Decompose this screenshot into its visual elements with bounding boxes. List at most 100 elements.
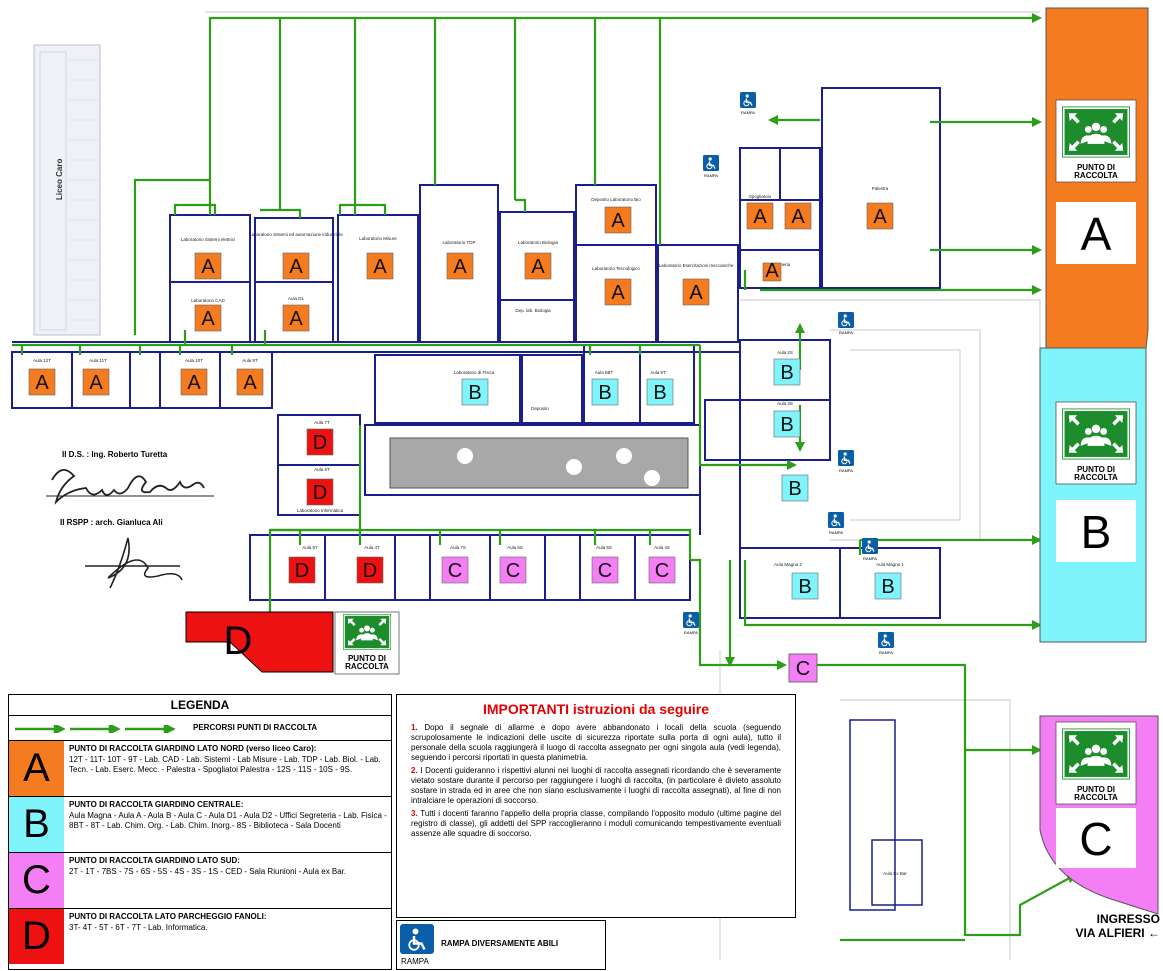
building-walls xyxy=(11,87,941,911)
legend: LEGENDA PERCORSI PUNTI DI RACCOLTA A PUN… xyxy=(8,694,392,970)
room-label: Aula 7T xyxy=(314,420,330,425)
room-marker-c: C xyxy=(441,556,469,584)
room-marker-box xyxy=(288,556,316,584)
room-label: Aula Magna 2 xyxy=(774,562,802,567)
room-label: Aula 5T xyxy=(302,545,318,550)
zone-swatch-b: B xyxy=(9,797,64,852)
instruction-number: 1. xyxy=(411,723,418,732)
room-marker-letter: C xyxy=(655,560,669,582)
room-label: Aula 6S xyxy=(507,545,523,550)
room-marker-a: A xyxy=(604,206,632,234)
room-label: Aula 10T xyxy=(185,358,203,363)
room-marker-box xyxy=(604,206,632,234)
ramp-icon: RAMPA xyxy=(878,632,894,655)
room-marker-box xyxy=(282,304,310,332)
room-marker-b: B xyxy=(591,378,619,406)
ramp-legend-label: RAMPA DIVERSAMENTE ABILI xyxy=(441,939,559,948)
room-marker-a: A xyxy=(524,252,552,280)
room-marker-letter: A xyxy=(611,282,625,304)
instruction-text: I Docenti guideranno i rispettivi alunni… xyxy=(411,766,781,805)
room-marker-a: A xyxy=(446,252,474,280)
room-marker-letter: A xyxy=(89,372,103,394)
room-marker-a: A xyxy=(194,304,222,332)
room-marker-a: A xyxy=(82,368,110,396)
room-marker-b: B xyxy=(781,474,809,502)
room-marker-box xyxy=(366,252,394,280)
room-marker-letter: B xyxy=(653,382,666,404)
room-label: Aula 12T xyxy=(33,358,51,363)
evacuation-routes xyxy=(12,13,1077,942)
room-label: Aula D1 xyxy=(288,296,305,301)
room-marker-box xyxy=(648,556,676,584)
route-arrows-icon xyxy=(15,725,176,733)
room-label: Spogliatoio xyxy=(749,194,772,199)
zone-title: PUNTO DI RACCOLTA GIARDINO LATO NORD (ve… xyxy=(69,744,317,753)
room-label: Laboratorio Biologia xyxy=(518,240,559,245)
zone-swatch-a: A xyxy=(9,741,64,796)
room-label: Aula 2S xyxy=(777,350,793,355)
zone-swatch-c: C xyxy=(9,853,64,908)
instruction-item: 3. Tutti i docenti faranno l'appello del… xyxy=(411,809,781,839)
room-marker-box xyxy=(194,304,222,332)
instruction-number: 3. xyxy=(411,809,418,818)
room-label: Aula Ex Bar xyxy=(883,871,907,876)
room-marker-b: B xyxy=(461,378,489,406)
ramp-icon: RAMPA xyxy=(828,512,844,535)
room-marker-a: A xyxy=(236,368,264,396)
room-marker-d: D xyxy=(356,556,384,584)
room-marker-letter: C xyxy=(506,560,520,582)
ds-signature xyxy=(46,469,214,505)
room-marker-letter: A xyxy=(187,372,201,394)
zone-title: PUNTO DI RACCOLTA GIARDINO LATO SUD: xyxy=(69,856,240,865)
ramp-label: RAMPA xyxy=(704,173,718,178)
room-marker-letter: D xyxy=(363,560,377,582)
room-marker-box xyxy=(746,202,774,230)
room-marker-box xyxy=(591,378,619,406)
room-marker-box xyxy=(282,252,310,280)
room-label: Laboratorio Esercitazioni meccaniche xyxy=(659,263,734,268)
room-marker-letter: A xyxy=(35,372,49,394)
room-marker-box xyxy=(591,556,619,584)
instruction-item: 1. Dopo il segnale di allarme e dopo ave… xyxy=(411,723,781,763)
collection-point-label: PUNTO DI xyxy=(348,654,386,663)
room-marker-b: B xyxy=(773,410,801,438)
zone-description: Aula Magna - Aula A - Aula B - Aula C - … xyxy=(69,811,387,830)
room-marker-letter: C xyxy=(598,560,612,582)
signature-block: Il D.S. : Ing. Roberto Turetta Il RSPP :… xyxy=(20,432,240,597)
room-marker-box xyxy=(499,556,527,584)
room-marker-box xyxy=(28,368,56,396)
wheelchair-icon xyxy=(703,155,719,171)
room-marker-letter: C xyxy=(448,560,462,582)
room-label: Laboratorio Sistemi elettrici xyxy=(181,237,235,242)
instruction-text: Tutti i docenti faranno l'appello della … xyxy=(411,809,782,838)
room-marker-d: D xyxy=(288,556,316,584)
room-marker-box xyxy=(180,368,208,396)
room-label: Aula 8T xyxy=(650,370,666,375)
ramp-icon: RAMPA xyxy=(862,538,878,561)
collection-point-label: PUNTO DI xyxy=(1077,163,1115,172)
zone-description: 3T- 4T - 5T - 6T - 7T - Lab. Informatica… xyxy=(69,923,208,932)
room-label: Palestra xyxy=(872,186,889,191)
entrance-line1: INGRESSO xyxy=(1096,912,1160,926)
ramp-icon-label: RAMPA xyxy=(401,957,429,966)
room-marker-box xyxy=(682,278,710,306)
collection-point-label: PUNTO DI xyxy=(1077,785,1115,794)
room-marker-box xyxy=(446,252,474,280)
ramp-icon: RAMPA xyxy=(683,612,699,635)
room-label: Aula 11T xyxy=(89,358,107,363)
room-label: Laboratorio CAD xyxy=(191,298,225,303)
neighbor-building: Liceo Caro xyxy=(33,44,101,336)
zone-description: 12T - 11T- 10T - 9T - Lab. CAD - Lab. Si… xyxy=(69,755,381,774)
room-marker-box xyxy=(461,378,489,406)
instruction-item: 2. I Docenti guideranno i rispettivi alu… xyxy=(411,766,781,806)
room-marker-letter: A xyxy=(201,256,215,278)
collection-area-d: D PUNTO DI RACCOLTA xyxy=(185,611,400,675)
rspp-signature-label: Il RSPP : arch. Gianluca Ali xyxy=(60,518,163,527)
entrance-line2: VIA ALFIERI ← xyxy=(1050,926,1160,940)
room-marker-letter: B xyxy=(780,414,793,436)
zone-letter-a: A xyxy=(1081,208,1112,260)
wheelchair-icon xyxy=(740,92,756,108)
room-marker-letter: A xyxy=(765,260,779,282)
wheelchair-icon xyxy=(683,612,699,628)
